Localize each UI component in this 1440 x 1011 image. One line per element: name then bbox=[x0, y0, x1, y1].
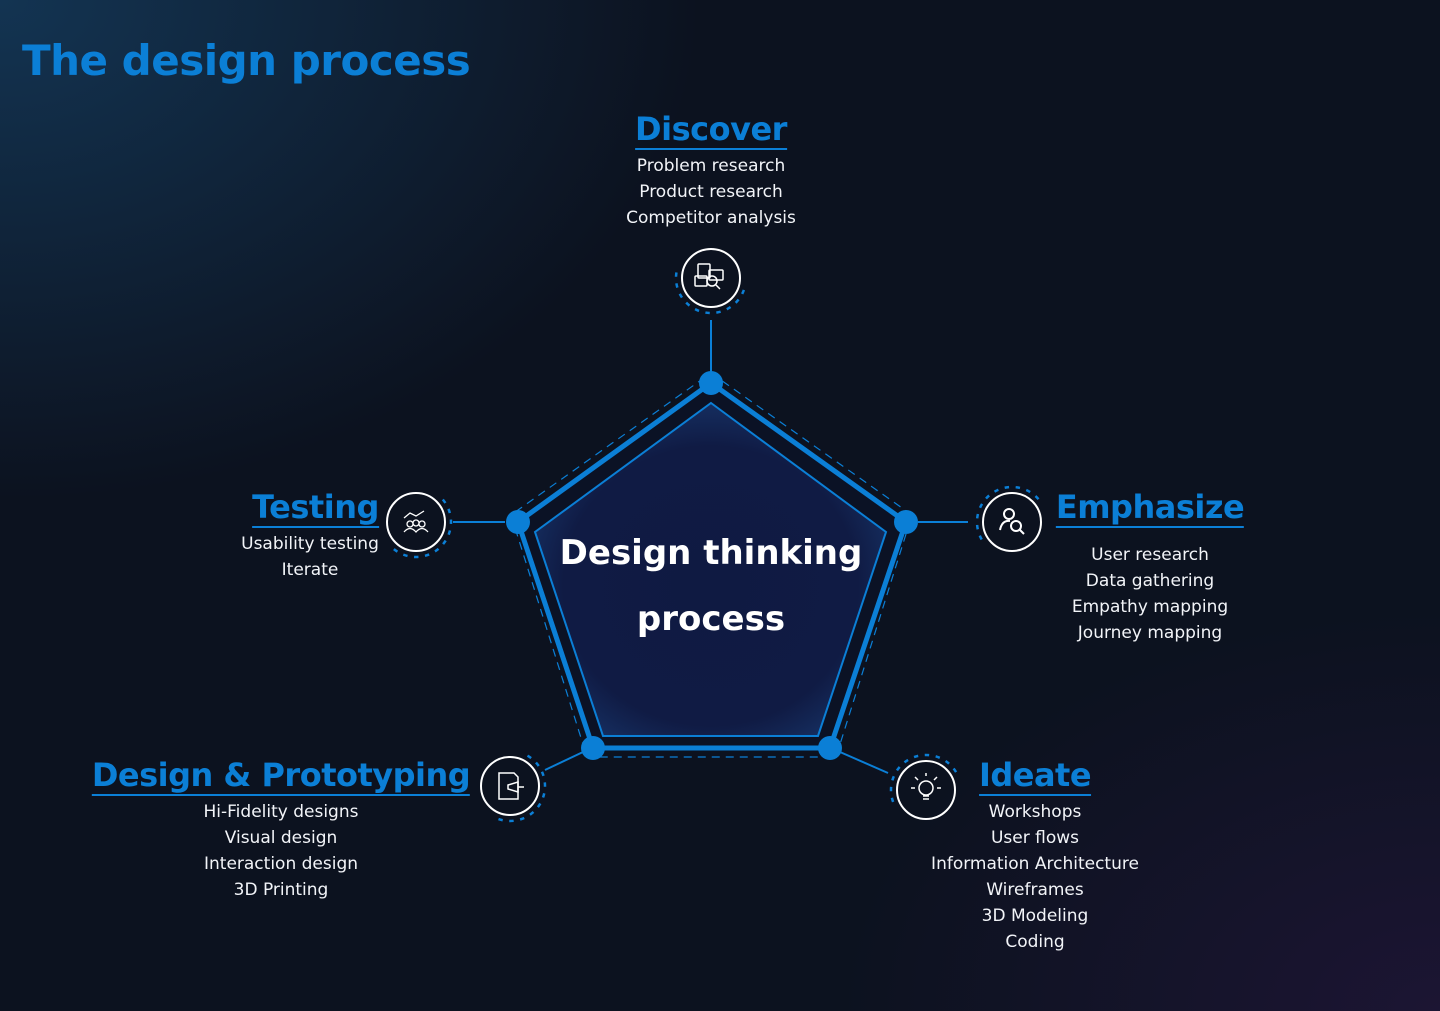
center-label-line1: Design thinking bbox=[559, 533, 863, 573]
stage-item: Workshops bbox=[988, 802, 1082, 822]
stage-item: Journey mapping bbox=[1077, 623, 1223, 643]
stage-emphasize: Emphasize User research Data gathering E… bbox=[1055, 488, 1245, 646]
pentagon-inner bbox=[533, 401, 888, 737]
stage-item: Interaction design bbox=[203, 854, 359, 874]
stage-item: Competitor analysis bbox=[626, 208, 796, 228]
user-search-icon bbox=[975, 485, 1049, 559]
connector-ideate bbox=[839, 751, 889, 774]
stage-item: Coding bbox=[1005, 932, 1065, 952]
vertex-dot bbox=[581, 736, 605, 760]
stage-item: Wireframes bbox=[986, 880, 1084, 900]
design-document-icon bbox=[473, 749, 547, 823]
stage-item: Usability testing bbox=[241, 534, 379, 554]
stage-item: 3D Printing bbox=[233, 880, 329, 900]
stage-heading: Ideate bbox=[978, 756, 1092, 796]
stage-heading: Emphasize bbox=[1055, 488, 1245, 528]
pentagon-dashed-outline bbox=[510, 372, 913, 758]
stage-item: 3D Modeling bbox=[981, 906, 1089, 926]
vertex-dot bbox=[506, 510, 530, 534]
stage-item: Empathy mapping bbox=[1071, 597, 1229, 617]
stage-item: User research bbox=[1091, 545, 1209, 565]
document-search-icon bbox=[674, 241, 748, 315]
stage-heading: Testing bbox=[252, 488, 379, 528]
vertex-dot bbox=[894, 510, 918, 534]
stage-item: Information Architecture bbox=[931, 854, 1139, 874]
center-label-line2: process bbox=[636, 599, 786, 639]
stage-design-prototyping: Design & Prototyping Hi-Fidelity designs… bbox=[91, 756, 471, 903]
stage-item: Product research bbox=[639, 182, 783, 202]
vertex-dot bbox=[818, 736, 842, 760]
vertex-dot bbox=[699, 371, 723, 395]
stage-heading: Design & Prototyping bbox=[91, 756, 471, 796]
stage-heading: Discover bbox=[635, 110, 787, 150]
page-title: The design process bbox=[22, 36, 471, 85]
center-label: Design thinking process bbox=[560, 520, 863, 652]
users-chart-icon bbox=[379, 485, 453, 559]
stage-item: User flows bbox=[990, 828, 1080, 848]
stage-item: Iterate bbox=[281, 560, 339, 580]
stage-discover: Discover Problem research Product resear… bbox=[626, 110, 796, 231]
vertex-dots bbox=[506, 371, 918, 760]
stage-item: Problem research bbox=[636, 156, 786, 176]
stage-ideate: Ideate Workshops User flows Information … bbox=[931, 756, 1139, 955]
stage-testing: Testing Usability testing Iterate bbox=[241, 488, 379, 583]
connector-design bbox=[544, 751, 584, 771]
stage-item: Visual design bbox=[224, 828, 338, 848]
stage-item: Data gathering bbox=[1085, 571, 1215, 591]
stage-item: Hi-Fidelity designs bbox=[203, 802, 359, 822]
